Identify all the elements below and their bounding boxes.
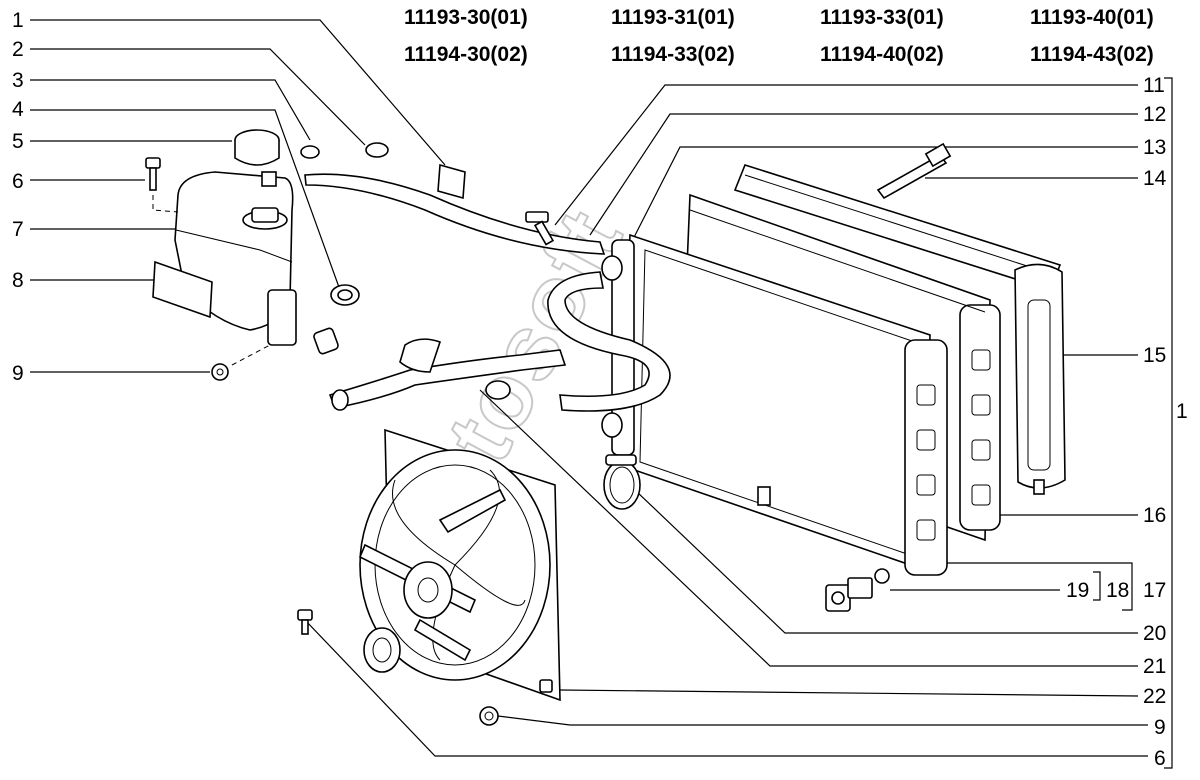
model-number: 11194-43(02) (1030, 43, 1154, 66)
callout-label: 11 (1143, 74, 1165, 97)
radiator-front (601, 233, 948, 576)
model-number: 11193-33(01) (820, 6, 944, 29)
coolant-hose (304, 173, 671, 412)
callout-label: 4 (12, 98, 24, 121)
callout-label: 18 (1106, 579, 1129, 602)
callout-label: 8 (12, 269, 24, 292)
fan-connector (363, 627, 401, 673)
model-number: 11194-33(02) (611, 43, 735, 66)
callout-label: 14 (1143, 167, 1167, 190)
side-tank (1014, 263, 1066, 495)
model-number: 11194-30(02) (404, 43, 528, 66)
callout-label: 9 (12, 362, 24, 385)
callout-label: 13 (1143, 136, 1166, 159)
drain-plug (825, 568, 890, 612)
leader-lines-left (30, 19, 446, 373)
model-number: 11194-40(02) (820, 43, 944, 66)
model-number: 11193-30(01) (404, 6, 528, 29)
callout-label: 9 (1154, 716, 1166, 739)
tank-cap (234, 129, 280, 166)
group-brackets (1093, 77, 1173, 769)
nut (211, 344, 499, 726)
expansion-tank (174, 171, 297, 346)
bolt (145, 157, 313, 635)
callout-label: 7 (12, 218, 24, 241)
hose-clamp-large (603, 454, 641, 510)
callout-label: 22 (1143, 685, 1166, 708)
right-callouts: 11 12 13 14 15 16 17 18 19 20 21 22 9 6 … (1066, 74, 1188, 770)
callout-label: 1 (1176, 400, 1188, 423)
left-callouts: 1 2 3 4 5 6 7 8 9 (12, 9, 24, 385)
model-number: 11193-40(01) (1030, 6, 1154, 29)
callout-label: 20 (1143, 622, 1166, 645)
label-plate (152, 163, 466, 319)
leader-lines-right (304, 84, 1148, 757)
callout-label: 12 (1143, 103, 1166, 126)
temperature-sensor (525, 211, 555, 246)
model-header: 11193-30(01) 11193-31(01) 11193-33(01) 1… (404, 6, 1154, 66)
callout-label: 3 (12, 69, 24, 92)
callout-label: 15 (1143, 344, 1166, 367)
callout-label: 5 (12, 130, 24, 153)
callout-label: 2 (12, 38, 24, 61)
hose-clamp-small (300, 142, 389, 306)
callout-label: 17 (1143, 579, 1166, 602)
fan-assembly (358, 428, 561, 702)
callout-label: 6 (12, 170, 24, 193)
strap-clamp (876, 142, 952, 200)
callout-label: 21 (1143, 655, 1166, 678)
callout-label: 6 (1154, 747, 1166, 770)
callout-label: 19 (1066, 579, 1089, 602)
callout-label: 1 (12, 9, 24, 32)
model-number: 11193-31(01) (611, 6, 735, 29)
callout-label: 16 (1143, 504, 1166, 527)
